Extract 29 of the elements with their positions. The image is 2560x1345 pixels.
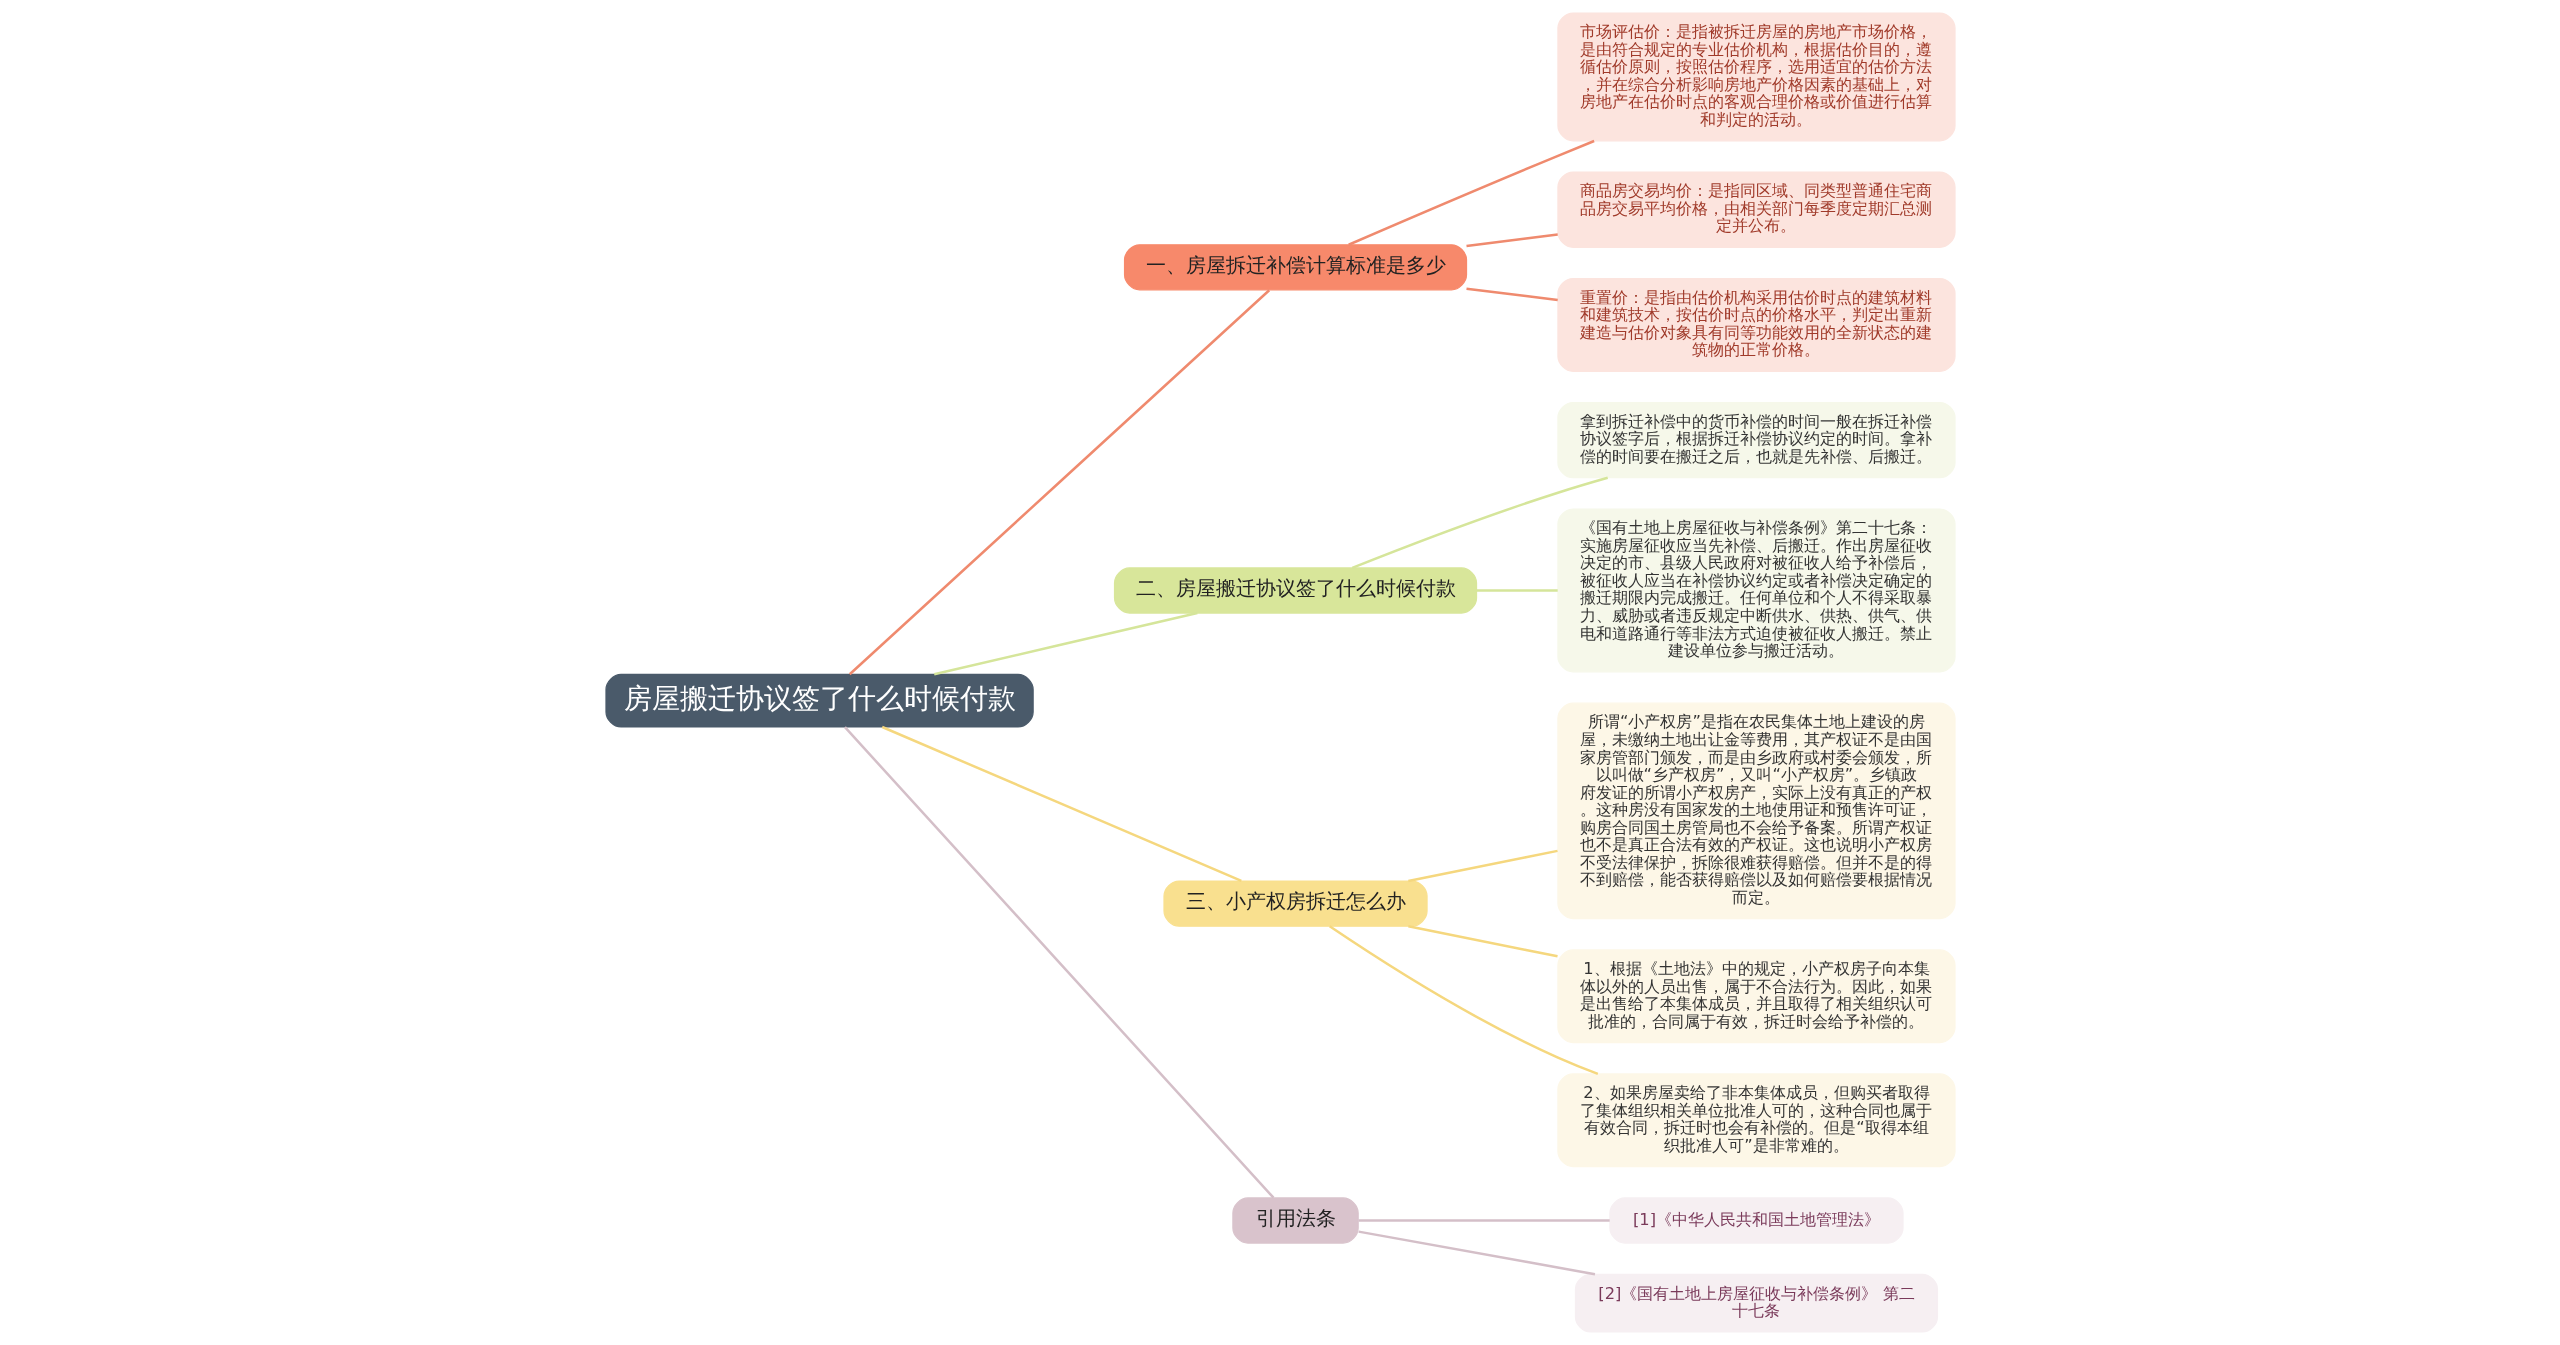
node-box: [1]《中华人民共和国土地管理法》 bbox=[1608, 1197, 1904, 1244]
node-box: 商品房交易均价：是指同区域、同类型普通住宅商品房交易平均价格，由相关部门每季度定期汇总测定并公布。 bbox=[1556, 171, 1956, 248]
node-box: 三、小产权房拆迁怎么办 bbox=[1162, 880, 1428, 927]
node-box: 2、如果房屋卖给了非本集体成员，但购买者取得了集体组织相关单位批准人可的，这种合同也属于有效合同，拆迁时也会有补偿的。但是“取得本组织批准人可”是非常难的。 bbox=[1556, 1073, 1956, 1168]
connector bbox=[843, 726, 1274, 1199]
node-box: 引用法条 bbox=[1231, 1197, 1359, 1244]
connector bbox=[1357, 1230, 1595, 1276]
node-box: 房屋搬迁协议签了什么时候付款 bbox=[604, 673, 1034, 728]
node-box: 一、房屋拆迁补偿计算标准是多少 bbox=[1123, 244, 1467, 291]
node-box: 1、根据《土地法》中的规定，小产权房子向本集体以外的人员出售，属于不合法行为。因此，如果是出售给了本集体成员，并且取得了相关组织认可批准的，合同属于有效，拆迁时会给予补偿的。 bbox=[1556, 949, 1956, 1044]
node-box: 二、房屋搬迁协议签了什么时候付款 bbox=[1113, 567, 1477, 614]
node-box: 《国有土地上房屋征收与补偿条例》第二十七条：实施房屋征收应当先补偿、后搬迁。作出房屋征收决定的市、县级人民政府对被征收人给予补偿后，被征收人应当在补偿协议约定或者补偿决定确定的搬迁期限内完成搬迁。任何单位和个人不得采取暴力、威胁或者违反规定中断供水、供热、供气、供电和道路通行等非法方式迫使被征收人搬迁。禁止建设单位参与搬迁活动。 bbox=[1556, 508, 1956, 673]
connector bbox=[933, 611, 1198, 676]
connector bbox=[1351, 476, 1608, 570]
node-box: 拿到拆迁补偿中的货币补偿的时间一般在拆迁补偿协议签字后，根据拆迁补偿协议约定的时间。拿补偿的时间要在搬迁之后，也就是先补偿、后搬迁。 bbox=[1556, 401, 1956, 479]
node-box: [2]《国有土地上房屋征收与补偿条例》 第二十七条 bbox=[1574, 1273, 1938, 1333]
connector bbox=[1407, 849, 1558, 883]
connector bbox=[1476, 589, 1558, 592]
connector bbox=[1465, 233, 1558, 248]
node-box: 重置价：是指由估价机构采用估价时点的建筑材料和建筑技术，按估价时点的价格水平，判定出重新建造与估价对象具有同等功能效用的全新状态的建筑物的正常价格。 bbox=[1556, 277, 1956, 372]
connector bbox=[1465, 287, 1558, 302]
node-box: 所谓“小产权房”是指在农民集体土地上建设的房屋，未缴纳土地出让金等费用，其产权证不是由国家房管部门颁发，而是由乡政府或村委会颁发，所以叫做“乡产权房”，又叫“小产权房”。乡镇政府发证的所谓小产权房产，实际上没有真正的产权。这种房没有国家发的土地使用证和预售许可证，购房合同国土房管局也不会给予备案。所谓产权证也不是真正合法有效的产权证。这也说明小产权房不受法律保护，拆除很难获得赔偿。但并不是的得不到赔偿，能否获得赔偿以及如何赔偿要根据情况而定。 bbox=[1556, 702, 1956, 920]
connector bbox=[881, 725, 1242, 883]
connector bbox=[1358, 1219, 1610, 1222]
connector bbox=[1328, 925, 1598, 1076]
connector bbox=[1347, 139, 1595, 246]
connector bbox=[848, 289, 1270, 676]
node-box: 市场评估价：是指被拆迁房屋的房地产市场价格，是由符合规定的专业估价机构，根据估价目的，遵循估价原则，按照估价程序，选用适宜的估价方法，并在综合分析影响房地产价格因素的基础上，对房地产在估价时点的客观合理价格或价值进行估算和判定的活动。 bbox=[1556, 12, 1956, 142]
connector bbox=[1407, 924, 1558, 958]
